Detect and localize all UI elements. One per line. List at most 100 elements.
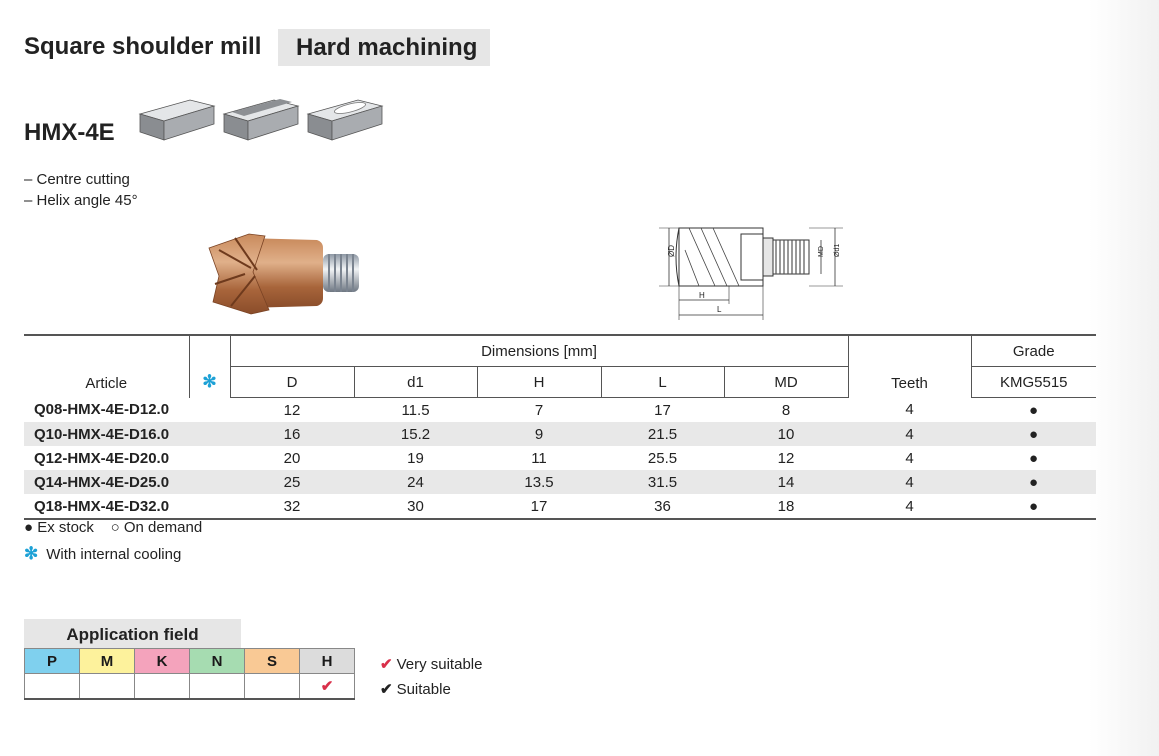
dim-label-d: ØD: [667, 245, 676, 257]
suitability-cell-h: ✔: [299, 673, 355, 700]
cell-d: 32: [230, 494, 354, 520]
cell-l: 31.5: [601, 470, 724, 494]
table-row: Q12-HMX-4E-D20.0 20 19 11 25.5 12 4 ●: [24, 446, 1096, 470]
cell-teeth: 4: [905, 449, 914, 467]
stock-legend: ● Ex stock ○ On demand: [24, 519, 202, 536]
cell-d: 12: [283, 401, 301, 419]
cooling-legend-text: With internal cooling: [46, 546, 182, 563]
cell-d: 20: [283, 449, 301, 467]
cooling-legend: ✻ With internal cooling: [24, 544, 181, 564]
snowflake-icon: ✻: [24, 544, 39, 563]
application-field-table: P M K N S H ✔: [24, 648, 355, 700]
cell-grade: ●: [1028, 401, 1039, 419]
table-row: Q10-HMX-4E-D16.0 16 15.2 9 21.5 10 4 ●: [24, 422, 1096, 446]
cell-d1: 11.5: [401, 401, 430, 419]
suitability-cell: [24, 673, 80, 700]
cell-md: 8: [781, 401, 791, 419]
teeth-header: Teeth: [847, 334, 971, 398]
article-cell: Q14-HMX-4E-D25.0: [24, 470, 189, 494]
snowflake-icon: ✻: [202, 371, 217, 391]
cell-d1: 15.2: [354, 422, 477, 446]
cell-l: 36: [601, 494, 724, 520]
application-field-title: Application field: [24, 619, 241, 648]
material-group-s: S: [244, 648, 300, 674]
cell-h: 17: [477, 494, 601, 520]
suitable-label: Suitable: [396, 681, 451, 698]
cell-md: 18: [724, 494, 848, 520]
material-group-n: N: [189, 648, 245, 674]
cell-h: 11: [531, 449, 547, 467]
face-milling-icon: [138, 99, 216, 141]
cell-grade: ●: [971, 470, 1096, 494]
feature-list: – Centre cutting – Helix angle 45°: [24, 169, 138, 211]
col-header-h: H: [476, 366, 601, 398]
col-header-l: L: [600, 366, 724, 398]
table-row: Q08-HMX-4E-D12.0 12 11.5 7 17 8 4 ●: [24, 398, 1096, 423]
dim-label-h: H: [699, 291, 705, 300]
cell-h: 7: [534, 401, 544, 419]
cell-grade: ●: [1028, 449, 1039, 467]
specification-table: Article ✻ Dimensions [mm] Teeth Grade D …: [24, 334, 1096, 520]
suitability-cell: [244, 673, 300, 700]
suitability-cell: [189, 673, 245, 700]
col-header-d: D: [229, 366, 354, 398]
suitability-legend: ✔Very suitable ✔Suitable: [380, 652, 482, 702]
black-check-icon: ✔: [380, 681, 393, 698]
material-group-h: H: [299, 648, 355, 674]
article-cell: Q12-HMX-4E-D20.0: [34, 449, 170, 467]
cell-l: 17: [654, 401, 671, 419]
article-cell: Q10-HMX-4E-D16.0: [24, 422, 189, 446]
dim-label-l: L: [717, 305, 722, 314]
article-cell: Q18-HMX-4E-D32.0: [24, 494, 189, 520]
category-tag: Hard machining: [278, 29, 490, 66]
pocket-milling-icon: [306, 99, 384, 141]
table-row: Q18-HMX-4E-D32.0 32 30 17 36 18 4 ●: [24, 494, 1096, 520]
cell-d: 16: [230, 422, 354, 446]
feature-item: – Centre cutting: [24, 171, 130, 188]
col-header-d1: d1: [353, 366, 477, 398]
material-group-p: P: [24, 648, 80, 674]
cell-d1: 24: [354, 470, 477, 494]
cell-l: 21.5: [601, 422, 724, 446]
on-demand-legend: ○ On demand: [110, 519, 203, 536]
shoulder-milling-icon: [222, 99, 300, 141]
cell-teeth: 4: [848, 470, 971, 494]
tool-technical-drawing: ØD MD Ød1 H L: [659, 227, 843, 320]
material-group-k: K: [134, 648, 190, 674]
cell-d1: 30: [354, 494, 477, 520]
cell-h: 13.5: [477, 470, 601, 494]
dim-label-d1: Ød1: [834, 244, 841, 257]
red-check-icon: ✔: [380, 656, 393, 673]
suitability-cell: [134, 673, 190, 700]
very-suitable-label: Very suitable: [396, 656, 483, 673]
page-edge-shadow: [1089, 0, 1159, 756]
material-group-m: M: [79, 648, 135, 674]
cell-d1: 19: [407, 449, 424, 467]
article-header: Article: [24, 334, 189, 398]
dimensions-header: Dimensions [mm]: [229, 334, 848, 367]
table-row: Q14-HMX-4E-D25.0 25 24 13.5 31.5 14 4 ●: [24, 470, 1096, 494]
grade-header: Grade: [970, 334, 1096, 367]
cell-teeth: 4: [905, 401, 914, 419]
ex-stock-legend: ● Ex stock: [24, 519, 94, 536]
dim-label-md: MD: [818, 246, 825, 257]
feature-item: – Helix angle 45°: [24, 192, 138, 209]
cell-h: 9: [477, 422, 601, 446]
cell-md: 10: [724, 422, 848, 446]
suitability-cell: [79, 673, 135, 700]
operation-icons: [138, 99, 384, 141]
cell-md: 12: [777, 449, 795, 467]
grade-name-header: KMG5515: [970, 366, 1096, 398]
model-name: HMX-4E: [24, 119, 115, 146]
cooling-header: ✻: [188, 334, 230, 398]
cell-l: 25.5: [647, 449, 678, 467]
page-title: Square shoulder mill: [24, 33, 262, 60]
cell-md: 14: [724, 470, 848, 494]
cell-grade: ●: [971, 422, 1096, 446]
cell-d: 25: [230, 470, 354, 494]
cell-grade: ●: [971, 494, 1096, 520]
tool-photo: [208, 233, 359, 315]
cell-teeth: 4: [848, 494, 971, 520]
col-header-md: MD: [723, 366, 848, 398]
article-cell: Q08-HMX-4E-D12.0: [34, 401, 170, 419]
